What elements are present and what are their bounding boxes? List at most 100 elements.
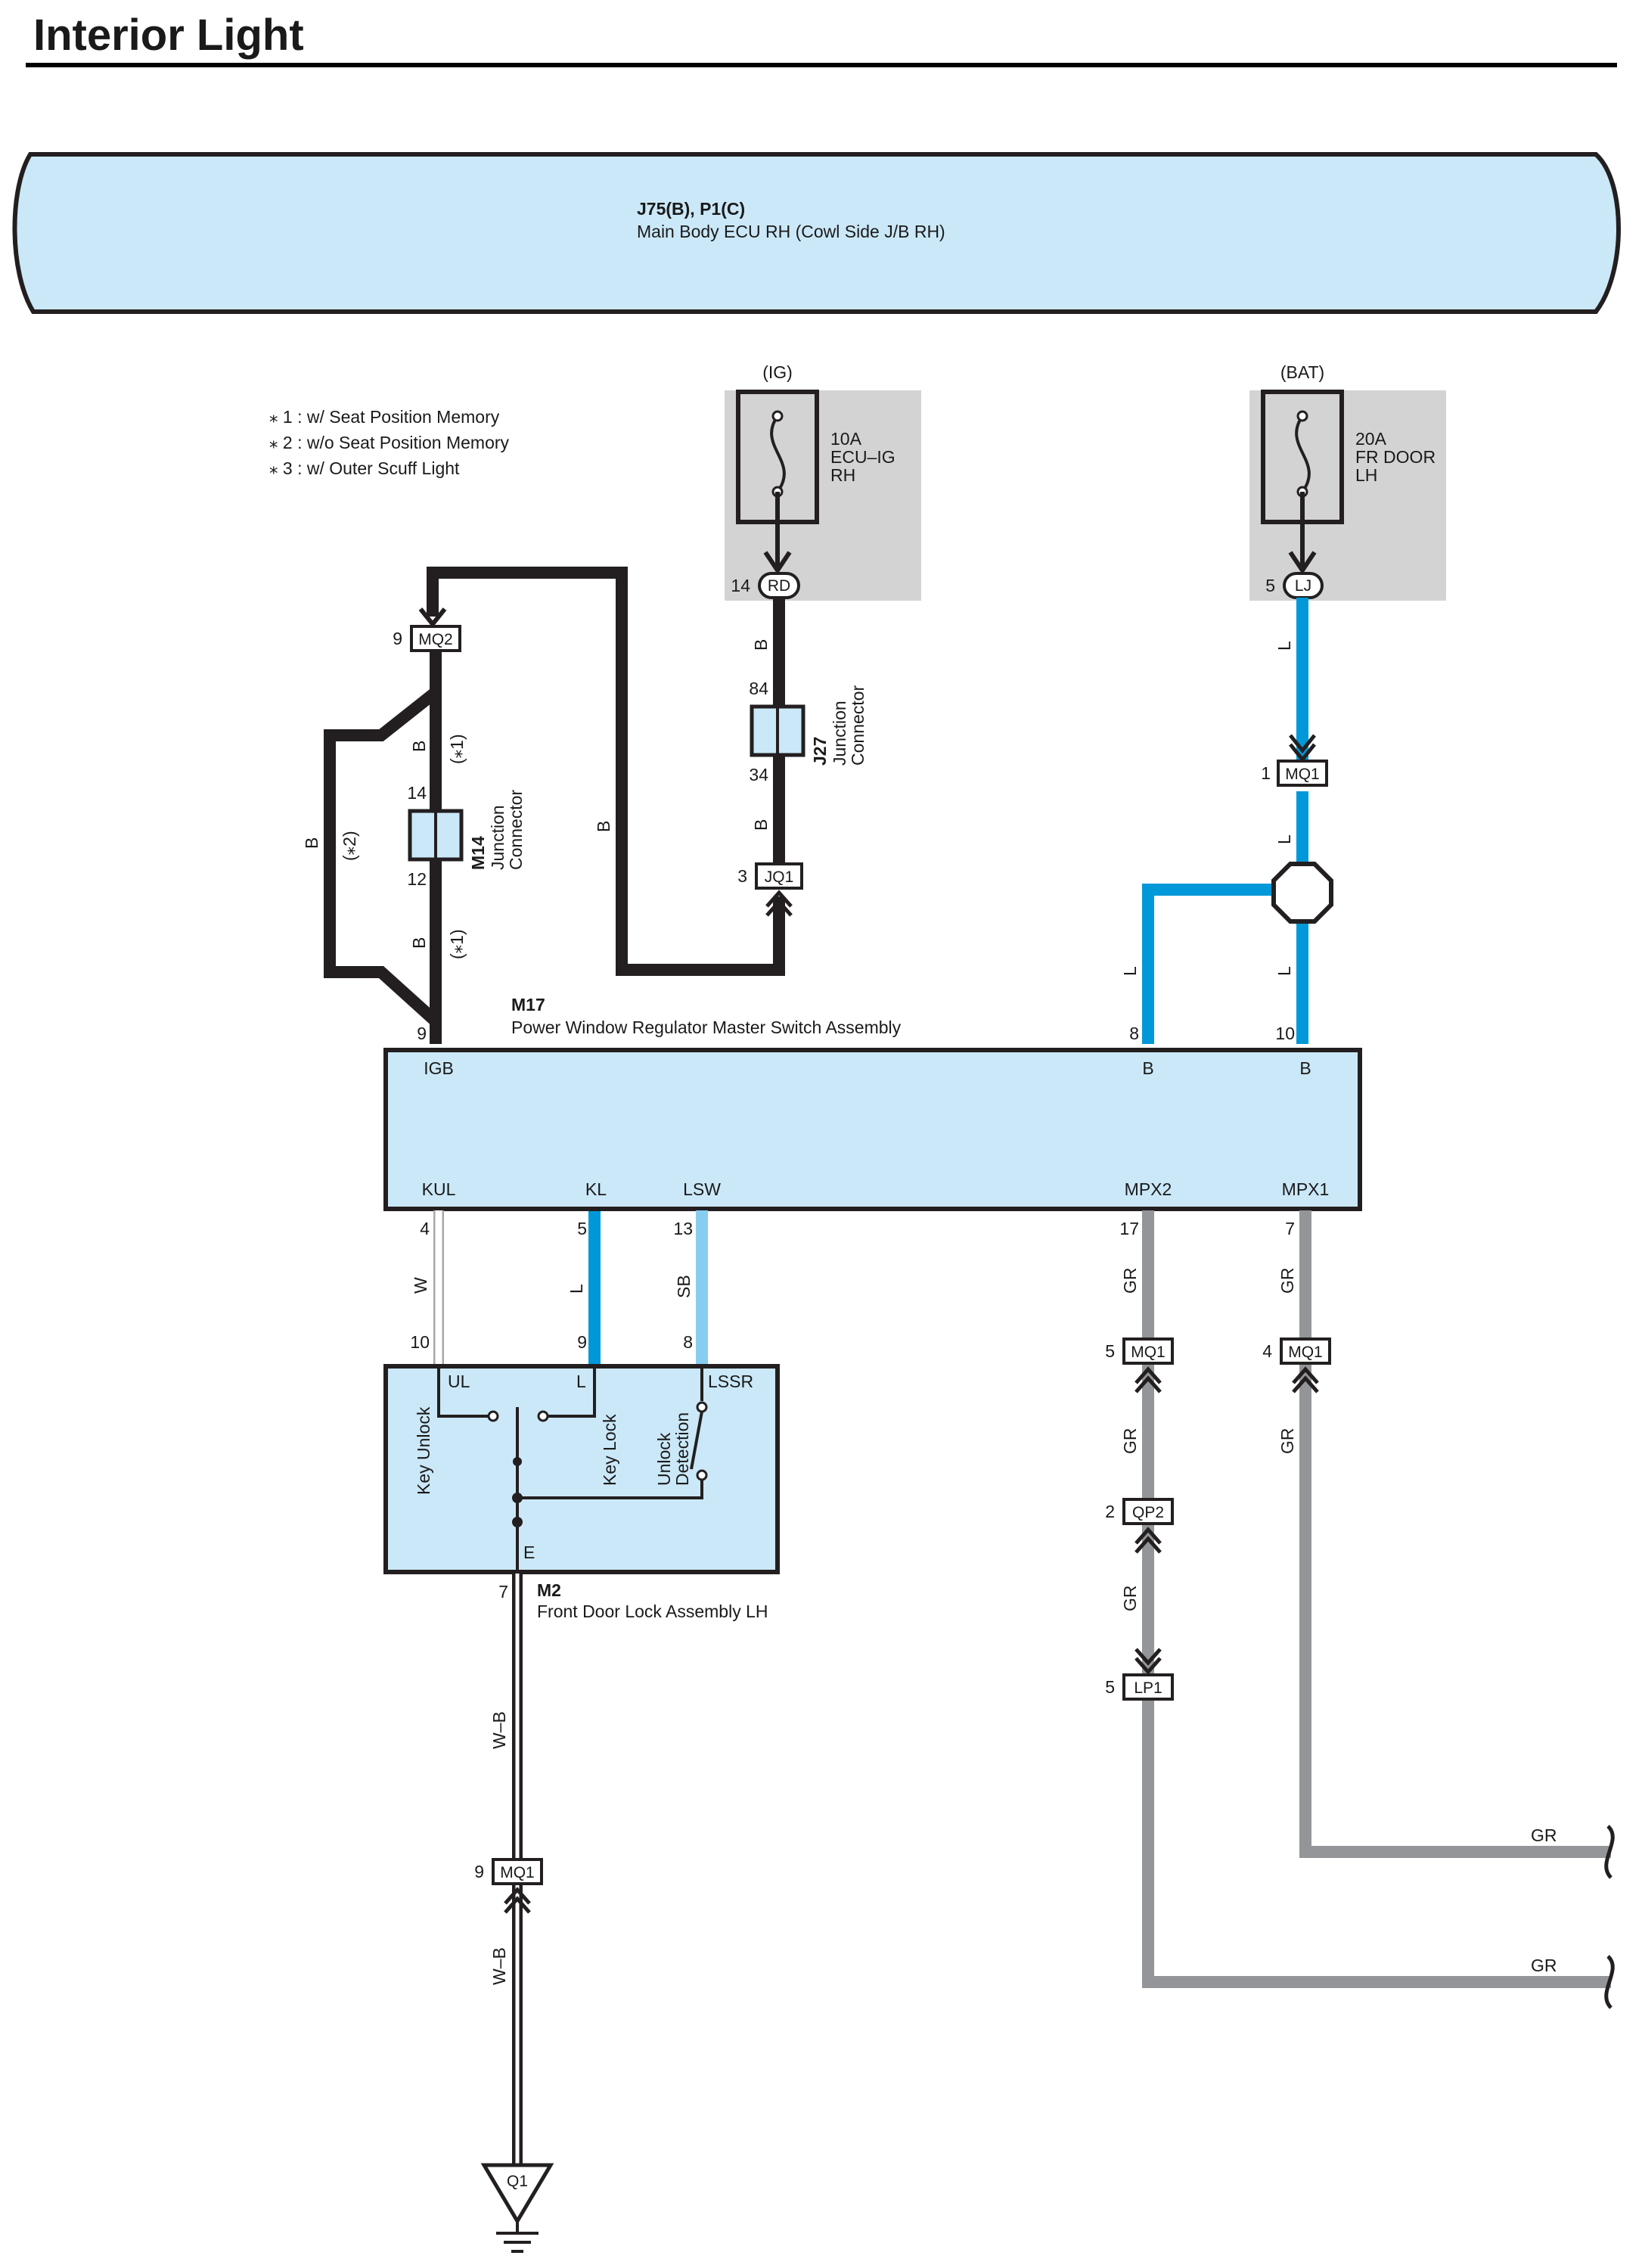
m14-connector: 14 12 M14 Junction Connector [407,783,526,889]
m14-line2: Connector [506,790,526,870]
wire-b-bypass [324,687,440,1026]
m17-pin-label: KUL [422,1179,456,1199]
m17-pin-label: B [1299,1058,1311,1078]
j27-code: J27 [810,737,830,766]
conn-mq1-1: MQ1 1 [1261,760,1328,787]
wire-label: B [594,821,613,832]
conn-mq1-pin: 4 [1262,1341,1272,1361]
ecu-shape [12,152,1621,314]
fuse-ig-shade [725,390,921,601]
arrow-down-icon [1135,1657,1162,1675]
m17-pin-label: MPX1 [1282,1179,1330,1199]
splice-octagon [1271,862,1333,924]
labels-b: B B B B B (⁎1) (⁎1) B (⁎2) [302,639,771,959]
conn-rd-pin: 14 [731,576,750,595]
ecu-banner: J75(B), P1(C) Main Body ECU RH (Cowl Sid… [12,152,1621,314]
m2-pin-label: L [576,1372,586,1391]
wire-l-m17-8 [1142,884,1274,1044]
wires-gr [1142,1210,1611,1988]
conn-lj-pin: 5 [1265,576,1275,595]
wire-label: L [1120,966,1140,976]
wire-label: GR [1531,1825,1557,1845]
m17-pin-num: 17 [1119,1219,1139,1238]
wire-label: B [409,741,429,752]
ecu-code: J75(B), P1(C) [637,199,745,219]
wire-label: B [751,819,771,831]
fuse-ig-name2: RH [830,465,855,485]
wire-label: L [566,1284,586,1294]
m17-pin-label: IGB [424,1058,454,1078]
conn-mq2: MQ2 9 [393,625,461,652]
arrow-up-icon [1135,1366,1162,1384]
wire-label: W [411,1277,430,1294]
ground-name: Q1 [507,2173,528,2190]
switch-contact [537,1410,549,1422]
conn-mq1-pin: 1 [1261,763,1271,783]
wire-label: GR [1120,1428,1140,1455]
arrow-down-icon [763,551,792,575]
wire-gr-mpx1 [1299,1210,1611,1858]
arrow-up-icon [1135,1527,1162,1545]
wire-b-loop [427,567,785,976]
arrow-up-icon [504,1896,531,1914]
conn-mq2-name: MQ2 [418,631,453,648]
note-1: ⁎ 1 : w/ Seat Position Memory [269,407,500,427]
m14-code: M14 [468,836,488,870]
switch-contact [487,1410,499,1422]
m17-pin-num: 5 [577,1219,587,1238]
m2-pin-num: 8 [683,1332,693,1352]
conn-qp2: QP2 2 [1105,1498,1174,1554]
conn-mq1-name: MQ1 [1285,766,1320,783]
switch-contact [696,1469,708,1481]
arrow-up-icon [1135,1536,1162,1554]
m14-line1: Junction [488,805,507,870]
wire-sb-lsw: SB [674,1210,708,1365]
conn-lp1: LP1 5 [1105,1648,1174,1701]
labels-gr: GR GR GR GR GR GR GR [1120,1268,1557,1976]
ground-icon [480,2163,554,2225]
conn-qp2-pin: 2 [1105,1502,1115,1521]
m2-box [383,1364,780,1574]
wire-label: L [1274,834,1294,844]
m17-name: Power Window Regulator Master Switch Ass… [511,1017,902,1037]
m2-pin-label: LSSR [708,1372,753,1391]
m17-pin-num: 8 [1129,1024,1139,1043]
conn-jq1: JQ1 3 [737,862,803,917]
conn-lj-name: LJ [1295,577,1311,595]
arrow-down-icon [1289,734,1316,754]
conn-mq1-9: MQ1 9 [474,1858,543,1914]
m17-pin-label: KL [585,1179,607,1199]
conn-mq1-5: MQ1 5 [1105,1337,1174,1393]
fuse-bat-shade [1249,390,1446,601]
fuse-bat-source: (BAT) [1280,362,1324,382]
m17-pin-num: 13 [673,1219,693,1238]
m2-pin-num: 9 [577,1332,587,1352]
j27-connector: 84 34 J27 Junction Connector [749,679,868,784]
wire-label: W–B [489,1711,509,1749]
m17-pin-num: 7 [1285,1219,1295,1238]
wire-label: W–B [489,1947,509,1985]
m2-pin-num: 7 [498,1582,508,1602]
j27-line1: Junction [830,701,849,766]
wire-gr-mpx2 [1142,1210,1611,1988]
wire-label: B [751,639,771,651]
wire-note: (⁎2) [340,831,359,861]
note-3: ⁎ 3 : w/ Outer Scuff Light [269,458,460,478]
fuse-bat-icon [1295,415,1311,493]
arrow-up-icon [765,899,793,917]
labels-l: L L L L L [566,641,1294,1294]
m17-pin-num: 9 [417,1024,427,1043]
fuse-ig-source: (IG) [762,362,793,382]
conn-mq1-name: MQ1 [1288,1344,1323,1361]
m2-switch-label: Key Lock [600,1414,619,1486]
fuse-bat-rating: 20A [1355,429,1387,449]
arrow-down-icon [1288,551,1317,575]
m2-switch-label: Detection [672,1412,692,1486]
wire-label: GR [1277,1428,1297,1455]
j27-line2: Connector [848,685,868,766]
arrow-down-icon [418,607,447,628]
arrow-up-icon [1135,1375,1162,1393]
m2-internal-wiring [437,1368,703,1572]
j27-pin-top: 84 [749,679,768,698]
